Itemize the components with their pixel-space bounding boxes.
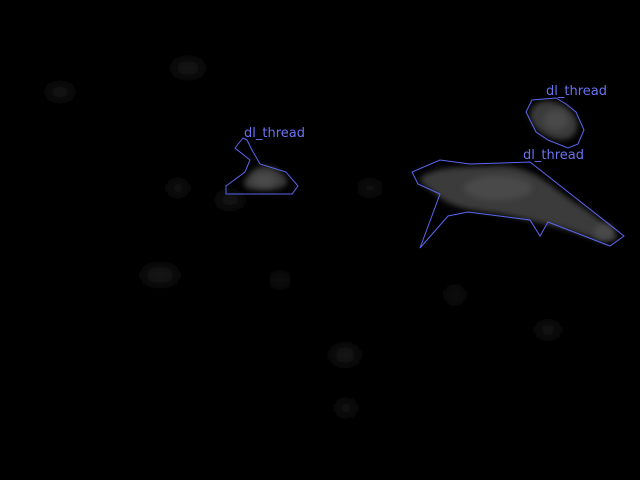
annotation-outline-3	[411, 159, 625, 249]
annotation-label-1: dl_thread	[244, 126, 305, 141]
object-highlights	[252, 110, 614, 240]
annotation-label-3: dl_thread	[523, 148, 584, 163]
annotation-label-2: dl_thread	[546, 84, 607, 99]
background-noise	[46, 61, 560, 414]
annotation-outline-1	[225, 137, 299, 195]
annotation-outline-2	[525, 97, 585, 149]
